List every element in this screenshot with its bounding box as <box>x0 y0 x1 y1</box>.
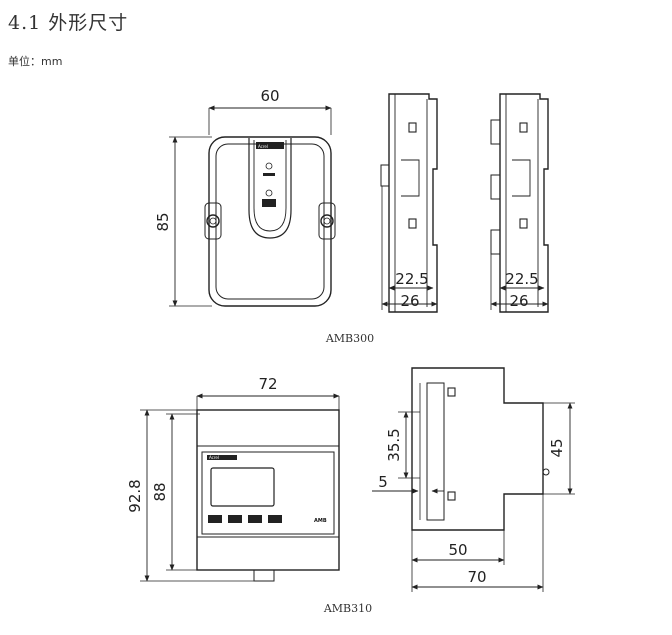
amb310-front-view <box>140 393 340 582</box>
amb300-side1-inner-label: 22.5 <box>395 270 428 288</box>
amb300-side-view-2 <box>490 93 549 313</box>
amb310-caption: AMB310 <box>323 602 372 615</box>
amb310-side-small-label: 5 <box>378 473 388 491</box>
amb300-caption: AMB300 <box>325 332 374 345</box>
amb300-side2-inner-label: 22.5 <box>505 270 538 288</box>
amb300-height-label: 85 <box>154 212 172 231</box>
amb310-side-view <box>372 367 575 592</box>
amb300-side-view-1 <box>380 93 438 313</box>
amb300-front-view <box>169 105 336 307</box>
amb310-side-right-label: 45 <box>548 438 566 457</box>
amb310-height-inner-label: 88 <box>151 482 169 501</box>
page-title: 4.1 外形尺寸 <box>8 12 129 34</box>
amb310-side-upper-label: 35.5 <box>385 428 403 461</box>
amb310-side-outer-width-label: 70 <box>467 568 486 586</box>
amb300-brand: Acrel <box>258 144 268 149</box>
amb310-height-outer-label: 92.8 <box>126 479 144 512</box>
amb310-width-label: 72 <box>258 375 277 393</box>
amb310-model-label: AMB <box>314 518 327 524</box>
amb300-width-label: 60 <box>260 87 279 105</box>
unit-label: 单位：mm <box>8 55 63 68</box>
amb310-side-inner-width-label: 50 <box>448 541 467 559</box>
amb300-side1-outer-label: 26 <box>400 292 419 310</box>
amb310-brand: Acrel <box>209 455 219 460</box>
amb300-side2-outer-label: 26 <box>509 292 528 310</box>
